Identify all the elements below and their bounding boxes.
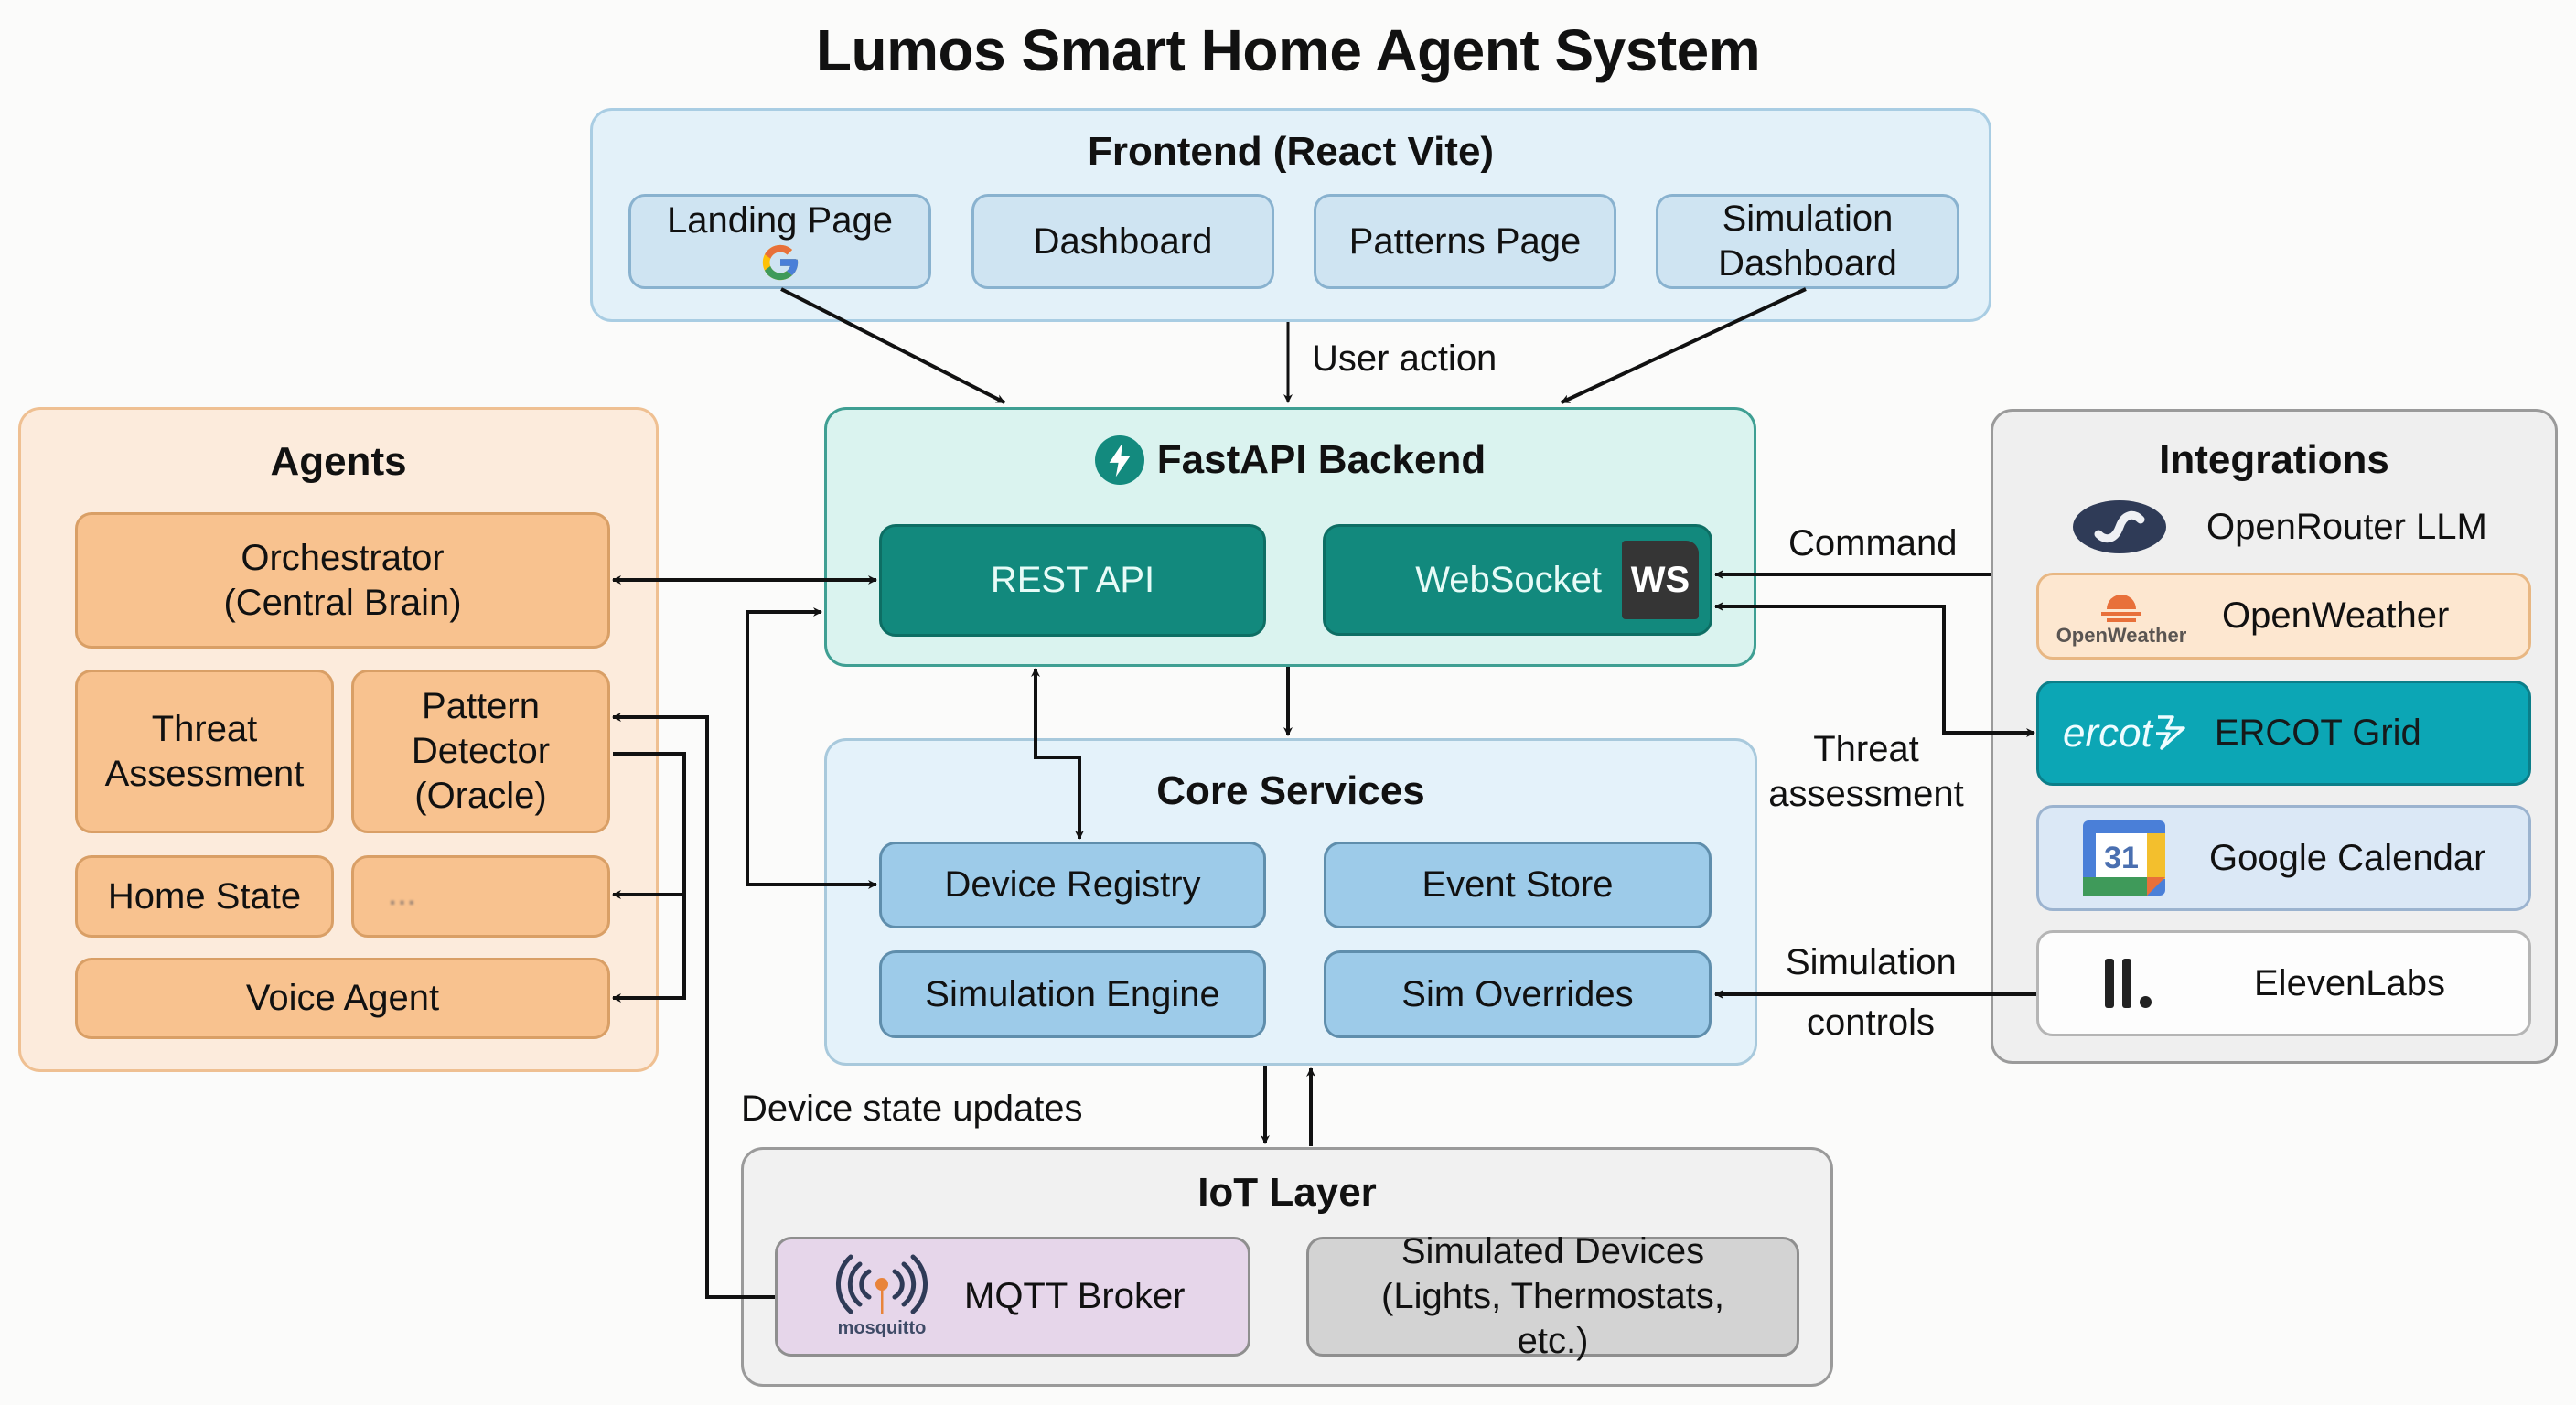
device-registry-box[interactable]: Device Registry [879, 842, 1266, 928]
backend-title: FastAPI Backend [1156, 437, 1487, 482]
svg-text:31: 31 [2104, 841, 2139, 875]
openweather-label: OpenWeather [2222, 595, 2450, 637]
edge-label-command: Command [1788, 523, 1958, 563]
home-state-label: Home State [107, 875, 302, 917]
event-store-label: Event Store [1422, 864, 1614, 906]
google-icon [759, 241, 801, 284]
voice-agent-label: Voice Agent [245, 978, 440, 1019]
ercot-bolt-icon [2155, 715, 2185, 751]
simulation-dashboard-box[interactable]: Simulation Dashboard [1656, 194, 1959, 289]
sun-icon [2101, 594, 2141, 622]
edge-label-threat-assessment: Threat assessment [1768, 729, 1964, 814]
pattern-detector-box[interactable]: Pattern Detector (Oracle) [351, 670, 610, 833]
integrations-title: Integrations [2159, 437, 2389, 482]
orchestrator-box[interactable]: Orchestrator (Central Brain) [75, 512, 610, 649]
patterns-page-label: Patterns Page [1348, 220, 1582, 262]
simulation-dashboard-label: Simulation Dashboard [1718, 198, 1897, 284]
edge-label-controls: controls [1807, 1003, 1936, 1043]
event-store-box[interactable]: Event Store [1324, 842, 1712, 928]
simulation-engine-box[interactable]: Simulation Engine [879, 950, 1266, 1038]
mqtt-broker-label: MQTT Broker [964, 1276, 1186, 1317]
simulation-engine-label: Simulation Engine [925, 973, 1220, 1014]
threat-assessment-box[interactable]: Threat Assessment [75, 670, 334, 833]
diagram-title: Lumos Smart Home Agent System [815, 17, 1761, 83]
backend-title-row: FastAPI Backend [827, 435, 1754, 485]
edge-label-device-state-updates: Device state updates [741, 1089, 1083, 1129]
threat-assessment-label: Threat Assessment [104, 708, 305, 794]
google-calendar-box[interactable]: 31 Google Calendar [2036, 805, 2531, 911]
mosquitto-antenna-icon [836, 1254, 928, 1314]
rest-api-label: REST API [990, 560, 1155, 601]
mosquitto-logo: mosquitto [834, 1253, 929, 1339]
websocket-ws-icon: WS [1622, 541, 1699, 619]
frontend-title: Frontend (React Vite) [1087, 129, 1495, 174]
device-registry-label: Device Registry [944, 864, 1201, 906]
voice-agent-box[interactable]: Voice Agent [75, 958, 610, 1039]
home-state-box[interactable]: Home State [75, 855, 334, 938]
pattern-detector-label: Pattern Detector (Oracle) [411, 686, 551, 816]
ercot-grid-box[interactable]: ercot ERCOT Grid [2036, 681, 2531, 786]
openrouter-label: OpenRouter LLM [2206, 506, 2487, 547]
websocket-box[interactable]: WebSocket WS [1323, 524, 1712, 636]
openrouter-icon [2073, 500, 2166, 553]
arrow-threat-assessment [1714, 602, 2035, 737]
google-calendar-icon: 31 [2083, 820, 2165, 896]
sim-overrides-label: Sim Overrides [1401, 973, 1634, 1014]
elevenlabs-icon [2105, 959, 2152, 1008]
dashboard-label: Dashboard [1033, 220, 1213, 262]
openrouter-row[interactable]: OpenRouter LLM [2036, 494, 2531, 560]
landing-page-box[interactable]: Landing Page [628, 194, 931, 289]
ercot-logo: ercot [2063, 709, 2189, 758]
simulated-devices-box[interactable]: Simulated Devices (Lights, Thermostats, … [1306, 1231, 1799, 1361]
elevenlabs-box[interactable]: ElevenLabs [2036, 930, 2531, 1036]
landing-page-label: Landing Page [667, 200, 893, 241]
fastapi-bolt-icon [1094, 435, 1144, 485]
elevenlabs-label: ElevenLabs [2254, 962, 2446, 1003]
google-calendar-label: Google Calendar [2209, 837, 2486, 878]
dashboard-box[interactable]: Dashboard [971, 194, 1274, 289]
edge-label-simulation: Simulation [1786, 942, 1957, 982]
ercot-grid-label: ERCOT Grid [2214, 713, 2421, 754]
more-agents-box[interactable]: ... [351, 855, 610, 938]
sim-overrides-box[interactable]: Sim Overrides [1324, 950, 1712, 1038]
rest-api-box[interactable]: REST API [879, 524, 1266, 637]
websocket-label: WebSocket [1415, 559, 1602, 600]
mqtt-broker-box[interactable]: mosquitto MQTT Broker [775, 1237, 1250, 1357]
edge-label-user-action: User action [1312, 338, 1497, 379]
openweather-box[interactable]: OpenWeather OpenWeather [2036, 573, 2531, 660]
agents-title: Agents [270, 439, 407, 484]
simulated-devices-label: Simulated Devices (Lights, Thermostats, … [1381, 1231, 1724, 1361]
core-services-title: Core Services [1156, 768, 1425, 813]
openweather-logo: OpenWeather [2048, 587, 2195, 646]
more-agents-placeholder: ... [389, 880, 418, 911]
patterns-page-box[interactable]: Patterns Page [1314, 194, 1616, 289]
orchestrator-label: Orchestrator (Central Brain) [223, 537, 462, 623]
iot-layer-title: IoT Layer [1197, 1170, 1377, 1215]
